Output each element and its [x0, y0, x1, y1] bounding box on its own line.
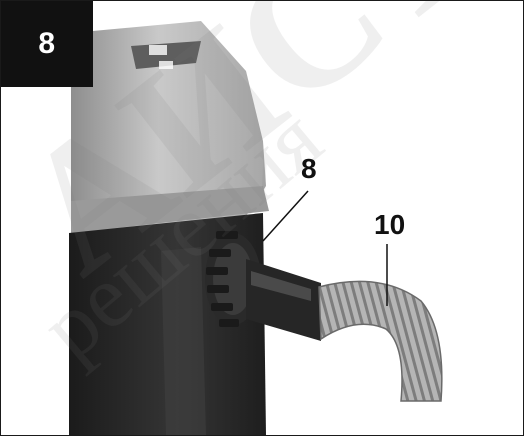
vacuum-lid: [71, 21, 266, 237]
lid-slot-1: [149, 45, 167, 55]
callout-hose-connector: 8: [301, 153, 317, 184]
lid-slot-2: [159, 61, 173, 69]
body-highlight: [161, 247, 206, 435]
leader-line-8: [262, 190, 309, 242]
lid-rim: [71, 186, 269, 233]
figure-number-badge: 8: [1, 1, 93, 87]
callout-hose: 10: [374, 209, 406, 240]
flexible-hose: [318, 280, 443, 402]
